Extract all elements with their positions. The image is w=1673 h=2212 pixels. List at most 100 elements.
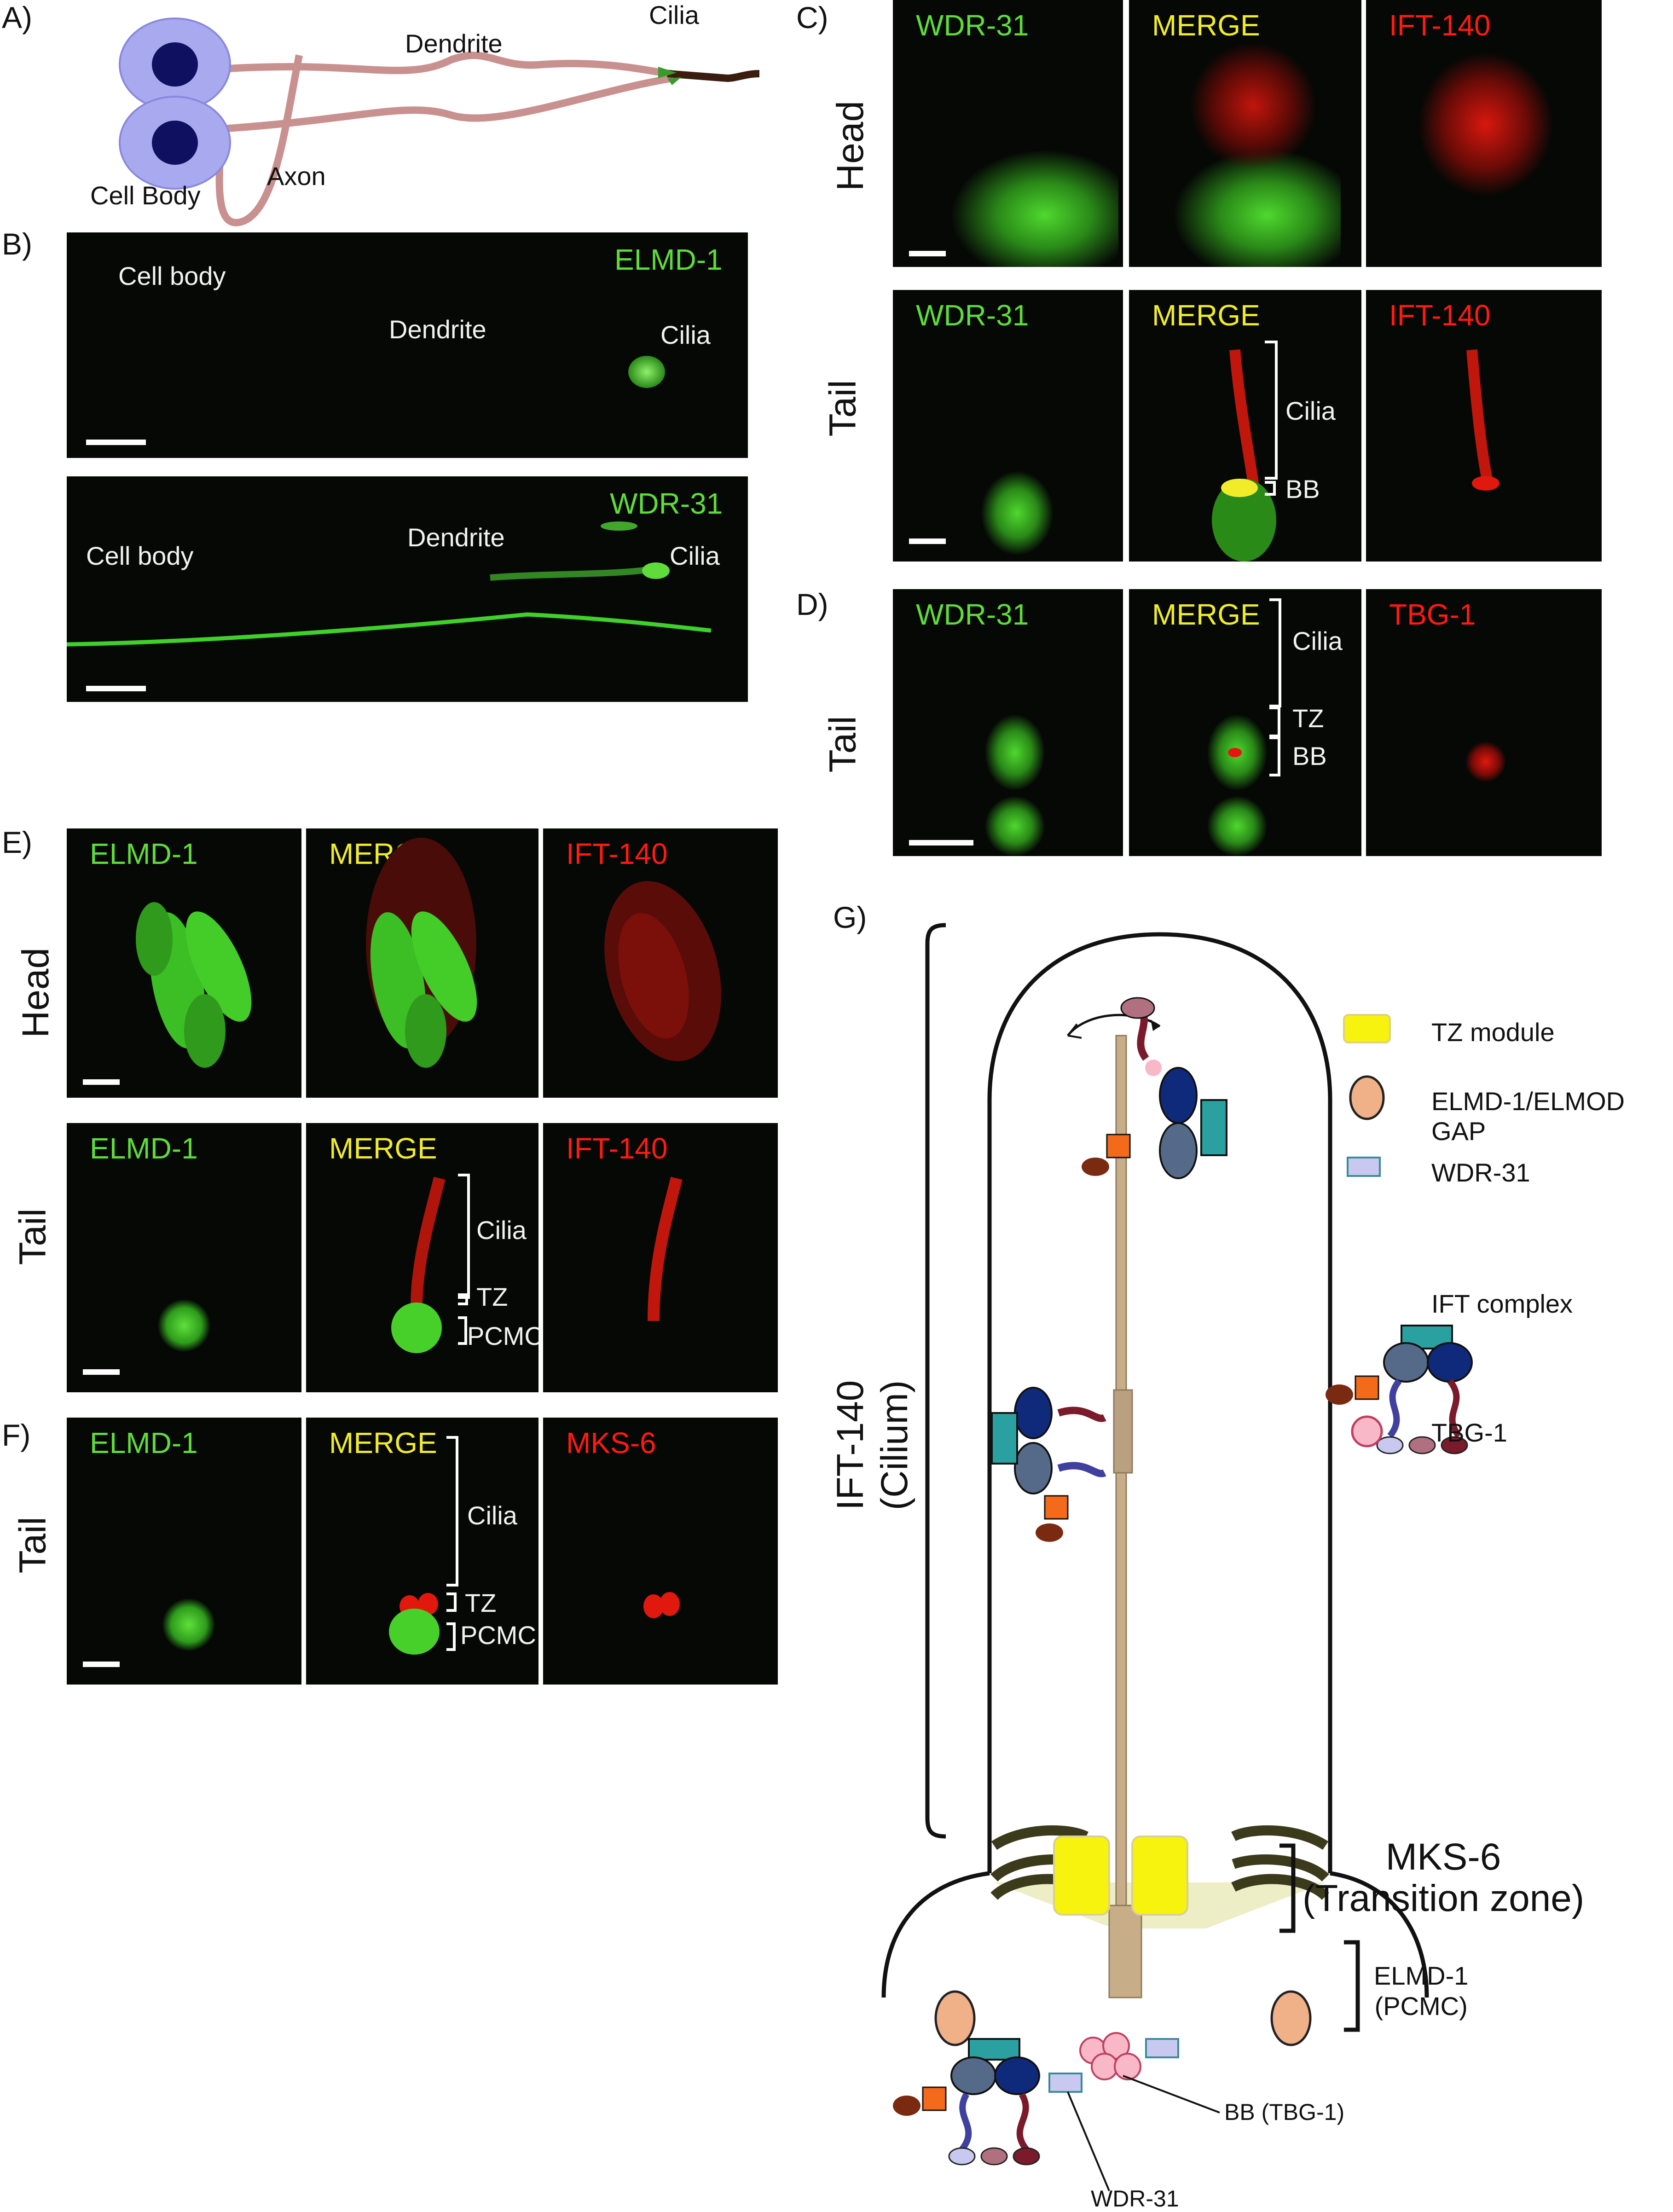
cilia-bracket [1265,341,1278,480]
row-label-tail: Tail [12,1517,54,1574]
green-signal [980,709,1049,796]
pcmc-label: PCMC [467,1321,538,1350]
legend-tz-icon [1343,1014,1391,1043]
panel-a-dendrite-label: Dendrite [405,29,503,58]
row-label-tail: Tail [822,716,864,773]
scale-bar [86,686,146,691]
panel-b-wdr31-image: WDR-31 Cell body Dendrite Cilia [67,476,748,702]
channel-label: IFT-140 [566,1132,668,1165]
wdr31-bottom-label: WDR-31 [1091,2186,1179,2212]
cilia-bracket [446,1436,458,1587]
channel-label: MERGE [1152,299,1260,332]
panel-e-tail-red: IFT-140 [543,1123,778,1392]
scale-bar [83,1369,120,1375]
row-label-tail: Tail [12,1208,54,1265]
dendrite-label: Dendrite [407,523,505,552]
channel-label: MKS-6 [566,1426,656,1459]
channel-label: IFT-140 [1389,9,1491,42]
bb-label: BB [1292,741,1327,770]
panel-e-head-red: IFT-140 [543,828,778,1098]
bb-tbg1-label: BB (TBG-1) [1224,2099,1345,2125]
green-signal [976,465,1059,562]
panel-d-merge: MERGE Cilia TZ BB [1129,589,1361,856]
bb-label: BB [1285,475,1320,504]
green-signal [156,1298,212,1353]
channel-label: IFT-140 [566,837,668,870]
scale-bar [83,1662,120,1667]
tz-label: TZ [1292,704,1324,733]
panel-label-b: B) [2,227,32,261]
green-signal [934,138,1118,267]
scale-bar [909,251,946,256]
ift-complex-legend [1326,1325,1473,1454]
panel-label-a: A) [2,0,32,35]
scale-bar [909,539,946,544]
panel-c-tail-merge: MERGE Cilia BB [1129,290,1361,562]
panel-e-head-merge: MERGE [306,828,538,1098]
channel-label: TBG-1 [1389,598,1476,631]
panel-e-tail-green: ELMD-1 [67,1123,301,1392]
panel-label-c: C) [796,0,828,35]
row-label-head: Head [15,947,57,1038]
panel-b-elmd1-image: ELMD-1 Cell body Dendrite Cilia [67,232,748,458]
panel-e-tail-merge: MERGE Cilia TZ PCMC [306,1123,538,1392]
legend-tbg1-icon [1351,1415,1383,1448]
tz-label: TZ [465,1588,497,1617]
channel-label: MERGE [1152,9,1260,42]
pcmc-bracket [458,1316,467,1345]
channel-label: ELMD-1 [614,243,723,276]
pcmc-label: ELMD-1 (PCMC) [1374,1961,1469,2021]
ift-complex-top [1082,997,1227,1179]
panel-c-tail-green: WDR-31 [893,290,1123,562]
cell-body-label: Cell body [86,541,194,570]
dendrite-label: Dendrite [389,315,486,344]
panel-f-red: MKS-6 [543,1418,778,1685]
panel-label-d: D) [796,587,828,621]
cilia-label: Cilia [670,541,720,570]
channel-label: WDR-31 [610,487,723,520]
panel-c-head-green: WDR-31 [893,0,1123,267]
cilia-signal [628,356,665,388]
pcmc-label: PCMC [460,1621,536,1650]
cilia-label: Cilia [476,1216,527,1245]
scale-bar [86,440,146,445]
channel-label: IFT-140 [1389,299,1491,332]
legend-elmd1-label: ELMD-1/ELMOD GAP [1431,1087,1625,1146]
legend-tz-label: TZ module [1431,1018,1555,1047]
channel-label: WDR-31 [916,9,1029,42]
cilia-label: Cilia [1292,626,1343,655]
panel-d-green: WDR-31 [893,589,1123,856]
panel-c-tail-red: IFT-140 [1366,290,1602,562]
channel-label: ELMD-1 [90,1426,198,1459]
channel-label: MERGE [329,1132,437,1165]
red-signal [1184,37,1322,175]
panel-d-red: TBG-1 [1366,589,1602,856]
panel-e-head-green: ELMD-1 [67,828,301,1098]
scale-bar [83,1079,120,1085]
tz-bracket [458,1293,468,1305]
panel-c-head-red: IFT-140 [1366,0,1602,267]
cilia-bracket [458,1174,470,1299]
neuron-schematic [119,17,760,226]
channel-label: WDR-31 [916,598,1029,631]
panel-f-merge: MERGE Cilia TZ PCMC [306,1418,538,1685]
bb-bracket [1269,736,1280,776]
panel-c-head-merge: MERGE [1129,0,1361,267]
channel-label: MERGE [1152,598,1260,631]
scale-bar [909,840,973,845]
cilium-model-diagram [881,923,1473,2191]
row-label-head: Head [829,100,872,191]
legend-wdr31-label: WDR-31 [1431,1158,1530,1187]
legend-tbg1-label: TBG-1 [1431,1418,1507,1447]
panel-a-cellbody-label: Cell Body [90,181,201,210]
legend-wdr31-icon [1347,1157,1381,1177]
channel-label: ELMD-1 [90,837,198,870]
cell-body-label: Cell body [118,261,226,290]
panel-a-cilia-label: Cilia [649,0,699,29]
tz-bracket [1269,706,1280,737]
cilia-label: Cilia [660,320,711,349]
tz-bracket [446,1592,457,1612]
legend-elmd1-icon [1349,1075,1385,1120]
legend-ift-label: IFT complex [1431,1289,1573,1318]
channel-label: WDR-31 [916,299,1029,332]
